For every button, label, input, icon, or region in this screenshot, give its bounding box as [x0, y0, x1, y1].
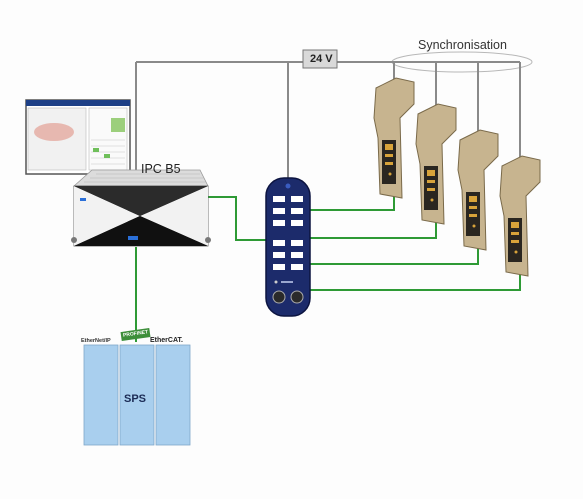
servo-drive-2 — [415, 103, 457, 225]
monitor-screen — [25, 99, 131, 175]
servo-drive-4 — [499, 155, 541, 277]
ethercat-logo: EtherCAT. — [150, 337, 183, 344]
voltage-box — [302, 49, 338, 69]
io-hub-device — [265, 177, 311, 317]
sps-plc-modules — [83, 344, 191, 446]
servo-drive-3 — [457, 129, 499, 251]
voltage-label: 24 V — [310, 53, 333, 65]
synchronisation-label: Synchronisation — [418, 38, 507, 52]
ipc-b5-device — [71, 169, 211, 247]
ethernet-ip-logo: EtherNet/IP — [81, 338, 111, 344]
servo-drive-1 — [373, 77, 415, 199]
sps-label: SPS — [124, 393, 147, 405]
network-wiring — [135, 192, 521, 342]
ipc-label: IPC B5 — [141, 162, 181, 176]
